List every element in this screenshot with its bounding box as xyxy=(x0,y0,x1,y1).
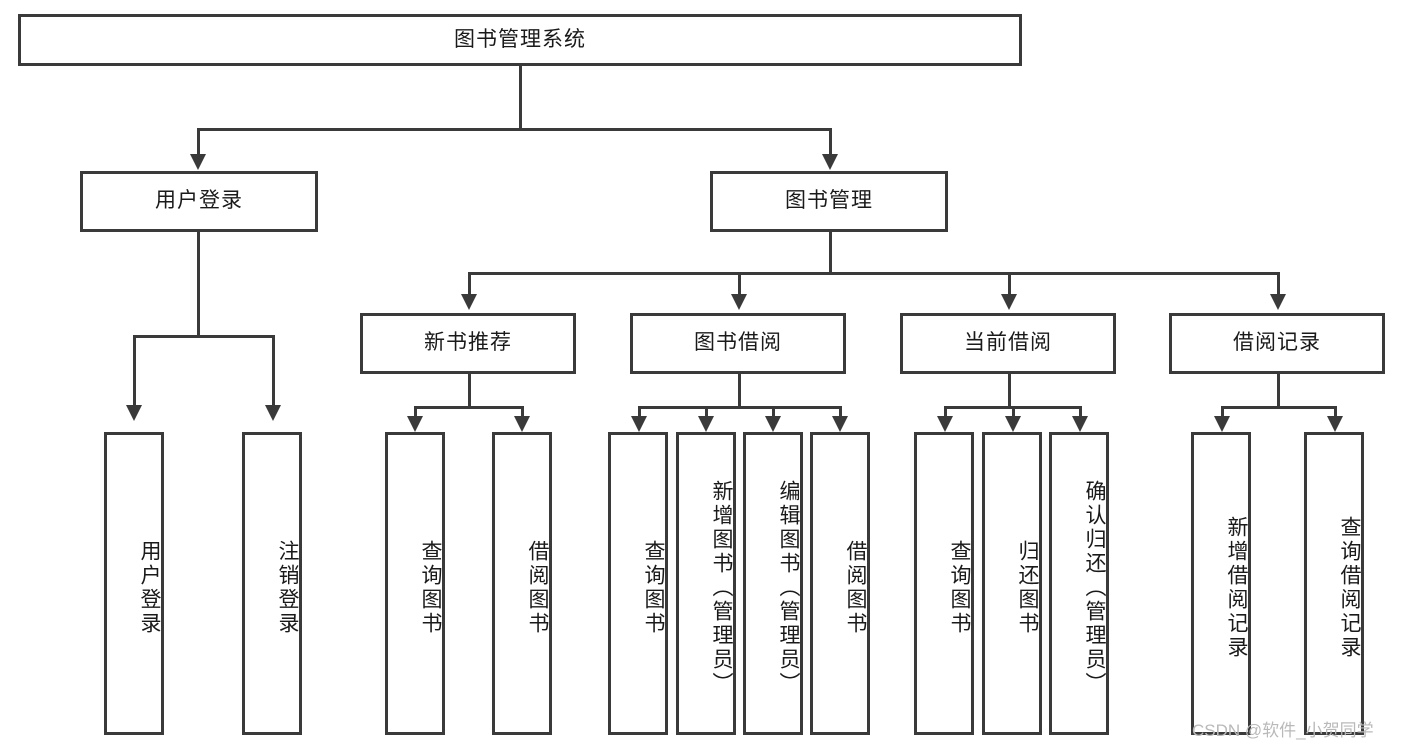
edge-book-manage-to-l3-4 xyxy=(1277,272,1280,296)
node-leaf-edit-book-label: 编辑图书（管理员） xyxy=(777,479,800,696)
edge-book-manage-bus xyxy=(468,272,1280,275)
edge-new-book-rec-to-leaf1 xyxy=(414,406,417,418)
edge-book-borrow-to-leaf4 xyxy=(839,406,842,418)
edge-new-book-rec-bus xyxy=(414,406,524,409)
node-leaf-user-login[interactable]: 用户登录 xyxy=(104,432,164,735)
arrow-current-borrow-to-leaf3 xyxy=(1072,416,1088,432)
node-borrow-record[interactable]: 借阅记录 xyxy=(1169,313,1385,374)
node-leaf-logout-login-label: 注销登录 xyxy=(276,539,299,636)
edge-borrow-record-bus xyxy=(1221,406,1337,409)
node-root-label: 图书管理系统 xyxy=(454,27,586,51)
edge-new-book-rec-stem xyxy=(468,374,471,406)
arrow-user-login-to-leaf2 xyxy=(265,405,281,421)
arrow-book-manage-to-l3-4 xyxy=(1270,294,1286,310)
node-leaf-query-book-3-label: 查询图书 xyxy=(948,539,971,636)
edge-book-manage-to-l3-3 xyxy=(1008,272,1011,296)
node-leaf-logout-login[interactable]: 注销登录 xyxy=(242,432,302,735)
node-leaf-edit-book[interactable]: 编辑图书（管理员） xyxy=(743,432,803,735)
node-user-login[interactable]: 用户登录 xyxy=(80,171,318,232)
node-leaf-query-borrow-record[interactable]: 查询借阅记录 xyxy=(1304,432,1364,735)
node-new-book-recommend-label: 新书推荐 xyxy=(424,331,512,355)
arrow-root-to-user-login xyxy=(190,154,206,170)
node-leaf-query-book-1[interactable]: 查询图书 xyxy=(385,432,445,735)
node-book-borrow[interactable]: 图书借阅 xyxy=(630,313,846,374)
edge-new-book-rec-to-leaf2 xyxy=(521,406,524,418)
node-leaf-query-book-2[interactable]: 查询图书 xyxy=(608,432,668,735)
edge-borrow-record-to-leaf2 xyxy=(1334,406,1337,418)
edge-book-borrow-to-leaf2 xyxy=(705,406,708,418)
edge-root-to-book-manage xyxy=(829,128,832,156)
edge-current-borrow-stem xyxy=(1008,374,1011,406)
node-leaf-query-book-1-label: 查询图书 xyxy=(419,539,442,636)
csdn-watermark: CSDN @软件_小贺同学 xyxy=(1192,721,1374,740)
node-leaf-query-book-3[interactable]: 查询图书 xyxy=(914,432,974,735)
node-current-borrow-label: 当前借阅 xyxy=(964,331,1052,355)
node-leaf-borrow-book-2-label: 借阅图书 xyxy=(844,539,867,636)
node-leaf-user-login-label: 用户登录 xyxy=(138,539,161,636)
edge-root-bus xyxy=(197,128,832,131)
edge-book-manage-to-l3-2 xyxy=(738,272,741,296)
arrow-book-borrow-to-leaf1 xyxy=(631,416,647,432)
node-leaf-query-book-2-label: 查询图书 xyxy=(642,539,665,636)
arrow-book-borrow-to-leaf4 xyxy=(832,416,848,432)
node-book-manage[interactable]: 图书管理 xyxy=(710,171,948,232)
edge-user-login-stem xyxy=(197,232,200,335)
node-leaf-confirm-return[interactable]: 确认归还（管理员） xyxy=(1049,432,1109,735)
node-root[interactable]: 图书管理系统 xyxy=(18,14,1022,66)
arrow-book-manage-to-l3-2 xyxy=(731,294,747,310)
edge-book-borrow-stem xyxy=(738,374,741,406)
edge-current-borrow-to-leaf3 xyxy=(1079,406,1082,418)
arrow-borrow-record-to-leaf2 xyxy=(1327,416,1343,432)
edge-book-borrow-bus xyxy=(638,406,842,409)
edge-borrow-record-stem xyxy=(1277,374,1280,406)
node-leaf-borrow-book-1[interactable]: 借阅图书 xyxy=(492,432,552,735)
node-leaf-add-borrow-record-label: 新增借阅记录 xyxy=(1225,515,1248,660)
arrow-borrow-record-to-leaf1 xyxy=(1214,416,1230,432)
arrow-new-book-rec-to-leaf1 xyxy=(407,416,423,432)
node-book-borrow-label: 图书借阅 xyxy=(694,331,782,355)
edge-book-borrow-to-leaf3 xyxy=(772,406,775,418)
arrow-new-book-rec-to-leaf2 xyxy=(514,416,530,432)
node-leaf-add-borrow-record[interactable]: 新增借阅记录 xyxy=(1191,432,1251,735)
node-leaf-borrow-book-1-label: 借阅图书 xyxy=(526,539,549,636)
edge-book-borrow-to-leaf1 xyxy=(638,406,641,418)
node-leaf-add-book-label: 新增图书（管理员） xyxy=(710,479,733,696)
edge-user-login-to-leaf1 xyxy=(133,335,136,407)
edge-current-borrow-to-leaf1 xyxy=(944,406,947,418)
node-user-login-label: 用户登录 xyxy=(155,189,243,213)
node-leaf-confirm-return-label: 确认归还（管理员） xyxy=(1083,479,1106,696)
arrow-user-login-to-leaf1 xyxy=(126,405,142,421)
node-book-manage-label: 图书管理 xyxy=(785,189,873,213)
arrow-book-manage-to-l3-1 xyxy=(461,294,477,310)
node-leaf-return-book-label: 归还图书 xyxy=(1016,539,1039,636)
node-new-book-recommend[interactable]: 新书推荐 xyxy=(360,313,576,374)
node-current-borrow[interactable]: 当前借阅 xyxy=(900,313,1116,374)
arrow-book-borrow-to-leaf2 xyxy=(698,416,714,432)
node-leaf-add-book[interactable]: 新增图书（管理员） xyxy=(676,432,736,735)
node-leaf-query-borrow-record-label: 查询借阅记录 xyxy=(1338,515,1361,660)
edge-current-borrow-to-leaf2 xyxy=(1012,406,1015,418)
edge-root-to-user-login xyxy=(197,128,200,156)
node-leaf-borrow-book-2[interactable]: 借阅图书 xyxy=(810,432,870,735)
node-leaf-return-book[interactable]: 归还图书 xyxy=(982,432,1042,735)
arrow-book-borrow-to-leaf3 xyxy=(765,416,781,432)
arrow-current-borrow-to-leaf2 xyxy=(1005,416,1021,432)
edge-user-login-bus xyxy=(133,335,275,338)
arrow-book-manage-to-l3-3 xyxy=(1001,294,1017,310)
edge-book-manage-to-l3-1 xyxy=(468,272,471,296)
node-borrow-record-label: 借阅记录 xyxy=(1233,331,1321,355)
edge-user-login-to-leaf2 xyxy=(272,335,275,407)
edge-borrow-record-to-leaf1 xyxy=(1221,406,1224,418)
edge-book-manage-stem xyxy=(829,232,832,272)
edge-root-stem xyxy=(519,66,522,128)
arrow-root-to-book-manage xyxy=(822,154,838,170)
arrow-current-borrow-to-leaf1 xyxy=(937,416,953,432)
